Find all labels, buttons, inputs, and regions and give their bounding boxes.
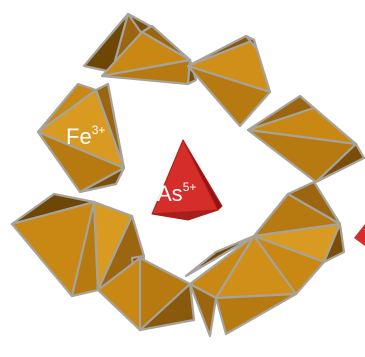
fe-element-symbol: Fe [66,124,92,149]
fe-ion-label: Fe3+ [66,124,105,148]
as-charge: 5+ [183,180,197,194]
as-tetrahedron-edge-partial [354,224,365,246]
as-ion-label: As5+ [157,181,196,205]
as-element-symbol: As [157,181,183,206]
fe-octahedron-right-upper [248,96,364,182]
fe-octahedron-top-right [188,36,270,126]
fe-charge: 3+ [92,123,106,137]
